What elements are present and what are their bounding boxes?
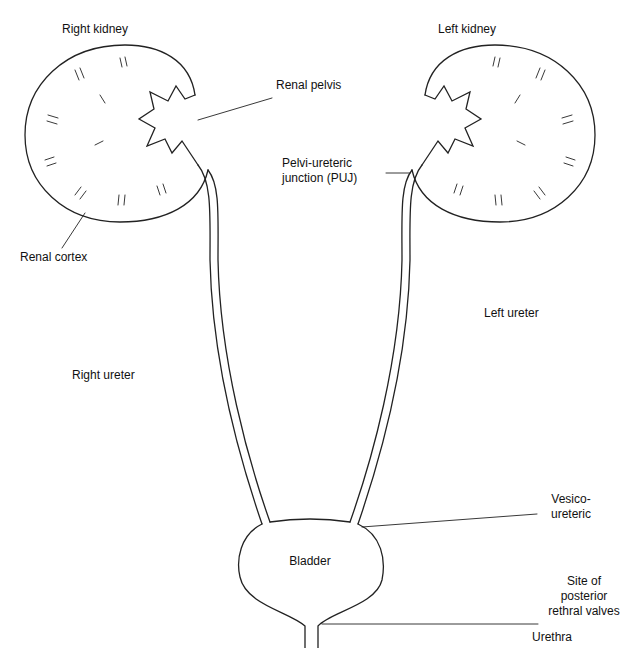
left-kidney <box>350 45 595 524</box>
bladder-region: Bladder <box>262 554 358 569</box>
valve-label: Site of posterior rethral valves <box>542 574 626 619</box>
kidney-label: Left kidney <box>438 22 496 37</box>
urethra-label: Urethra <box>532 630 572 645</box>
right-kidney <box>25 45 270 524</box>
junction-label: Pelvi-ureteric junction (PUJ) <box>282 156 382 186</box>
ureter-label: Right ureter <box>72 368 135 383</box>
leader-lines <box>62 98 538 624</box>
part-label: Renal cortex <box>20 250 87 265</box>
junction-label: Vesico- ureteric <box>540 492 602 522</box>
bladder-outline <box>239 519 384 648</box>
organ-label: Bladder <box>262 554 358 569</box>
ureter-label: Left ureter <box>484 306 539 321</box>
kidney-label: Right kidney <box>62 22 128 37</box>
part-label: Renal pelvis <box>276 78 341 93</box>
